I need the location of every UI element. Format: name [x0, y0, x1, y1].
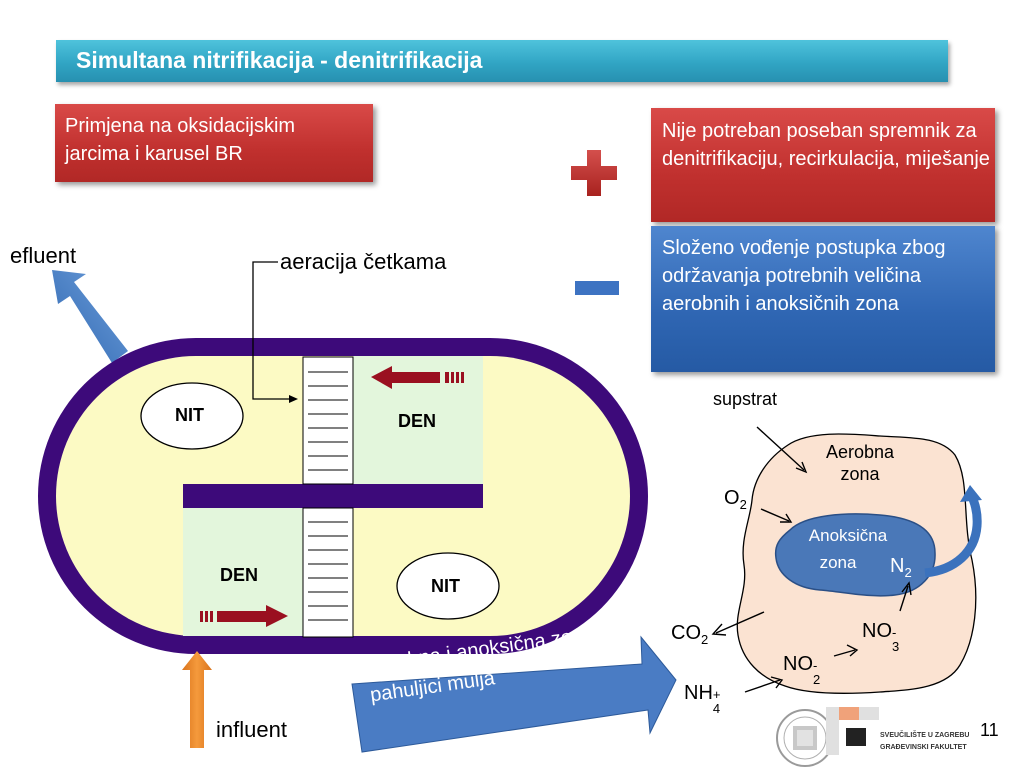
aeration-label: aeracija četkama — [280, 249, 447, 274]
anoxic-zone-blob — [774, 513, 936, 597]
den-label-top: DEN — [398, 411, 437, 431]
title-bar: Simultana nitrifikacija - denitrifikacij… — [56, 40, 948, 82]
anoxic-zone-label: Anoksična zona — [800, 522, 896, 576]
nit-label-top: NIT — [175, 405, 204, 425]
n2-symbol: N — [890, 555, 905, 577]
co2-symbol: CO — [671, 622, 701, 644]
o2-subscript: 2 — [739, 497, 747, 512]
no3-symbol: NO — [862, 620, 892, 642]
disadvantage-box: Složeno vođenje postupka zbog održavanja… — [651, 226, 995, 372]
anoxic-zone-label-line1: Anoksična — [808, 526, 888, 545]
faculty-logo-mark — [826, 707, 879, 755]
o2-label: O2 — [724, 487, 747, 512]
nit-label-bottom: NIT — [431, 576, 460, 596]
no2-symbol: NO — [783, 653, 813, 675]
nh4-label: NH+4 — [684, 682, 725, 716]
influent-label: influent — [216, 717, 287, 742]
application-box: Primjena na oksidacijskim jarcima i karu… — [55, 104, 373, 182]
den-flow-arrow-bottom — [200, 605, 288, 627]
nh4-charge: + — [712, 687, 721, 702]
o2-symbol: O — [724, 487, 740, 509]
nit-ellipse-top — [140, 382, 244, 450]
nh4-subscript: 4 — [712, 701, 721, 716]
no3-subscript: 3 — [892, 639, 900, 654]
nh4-symbol: NH — [684, 682, 713, 704]
n2-subscript: 2 — [904, 565, 912, 580]
plus-icon — [571, 150, 617, 196]
den-flow-arrow-top — [371, 366, 464, 389]
co2-subscript: 2 — [701, 632, 709, 647]
no3-charge: - — [892, 625, 897, 640]
application-text: Primjena na oksidacijskim jarcima i karu… — [65, 115, 296, 165]
aeration-callout-line — [252, 261, 298, 403]
efluent-label: efluent — [10, 243, 77, 268]
page-number: 11 — [980, 720, 999, 740]
minus-icon — [575, 281, 619, 295]
university-seal — [776, 709, 834, 767]
substrate-label: supstrat — [713, 389, 778, 409]
influent-arrow — [182, 651, 212, 748]
brush-aerator-bottom — [302, 507, 354, 638]
aerobic-zone-label: Aerobna zona — [825, 442, 895, 484]
no2-label: NO-2 — [783, 653, 825, 687]
no2-subscript: 2 — [813, 672, 821, 687]
no3-label: NO-3 — [862, 620, 904, 654]
den-label-bottom: DEN — [220, 565, 259, 585]
floc — [736, 433, 977, 694]
page-title: Simultana nitrifikacija - denitrifikacij… — [76, 47, 483, 73]
brush-aerator-top — [302, 356, 354, 485]
n2-release-arrow — [924, 485, 982, 578]
effluent-arrow — [52, 270, 128, 363]
co2-label: CO2 — [671, 622, 708, 647]
logo-text-university: SVEUČILIŠTE U ZAGREBU — [880, 732, 970, 739]
central-divider — [183, 484, 483, 508]
advantage-text: Nije potreban poseban spremnik za denitr… — [662, 120, 990, 170]
anoxic-zone-label-line2: zona — [819, 553, 857, 572]
floc-callout-shape — [351, 635, 677, 753]
advantage-box: Nije potreban poseban spremnik za denitr… — [651, 108, 995, 222]
n2-label: N2 — [890, 555, 912, 580]
nit-ellipse-bottom — [396, 552, 500, 620]
logo-text-faculty: GRAĐEVINSKI FAKULTET — [880, 744, 967, 751]
floc-reaction-arrows — [711, 426, 912, 693]
disadvantage-text: Složeno vođenje postupka zbog održavanja… — [662, 237, 946, 315]
no2-charge: - — [813, 658, 818, 673]
